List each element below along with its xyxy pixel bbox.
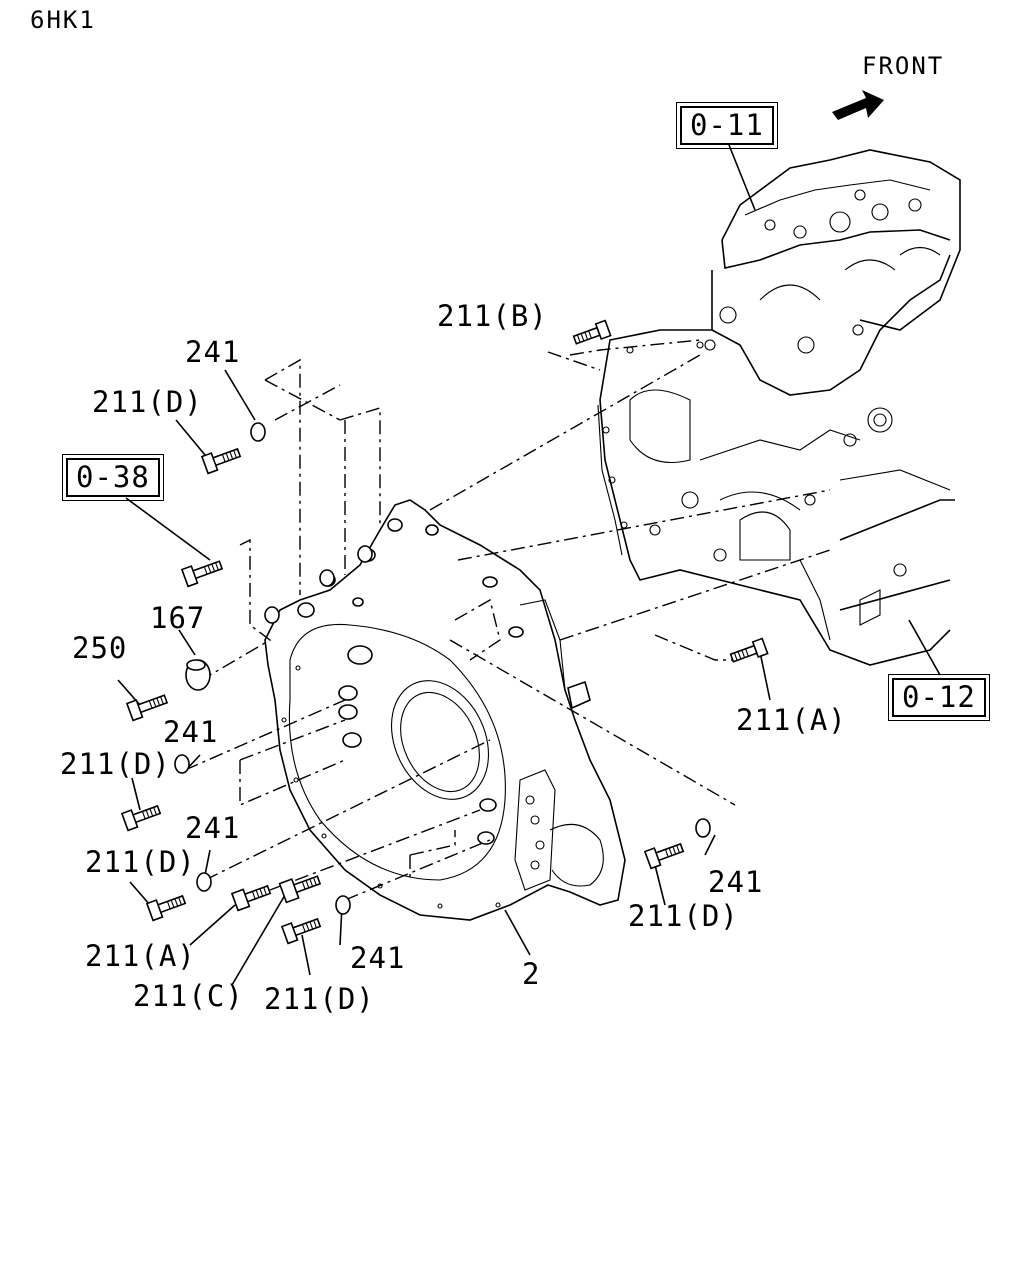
model-code-label: 6HK1 [30,6,96,34]
leader-lines [117,144,941,986]
callout-241-right: 241 [708,865,764,899]
bolt-icon [572,319,612,345]
washer-icons [174,422,711,915]
callout-211d-right: 211(D) [628,899,739,933]
bolt-icons [120,319,769,945]
bolt-icon [280,917,322,945]
bolt-icon [120,804,162,832]
callout-241-top: 241 [185,335,241,369]
assembly-lines [184,339,831,901]
bolt-icon [643,842,685,870]
bolt-icon [278,875,322,904]
bolt-icon [125,694,169,722]
callout-241-mid: 241 [163,715,219,749]
callout-250: 250 [72,631,128,665]
callout-211a-right: 211(A) [736,703,847,737]
bolt-icon [230,884,272,912]
bolt-icon [180,560,224,588]
bolt-icon [729,637,769,663]
front-arrow-icon [832,90,884,120]
bolt-icon [145,894,187,922]
callout-241-bottom: 241 [350,941,406,975]
plug-icon [185,659,211,691]
callout-211d-low: 211(D) [85,845,196,879]
callout-211d-bottom: 211(D) [264,982,375,1016]
ref-box-0-12[interactable]: 0-12 [888,674,990,721]
callout-211b: 211(B) [437,299,548,333]
callout-167: 167 [150,601,206,635]
callout-211a-left: 211(A) [85,939,196,973]
callout-211d-top: 211(D) [92,385,203,419]
bolt-icon [200,447,242,475]
callout-241-low: 241 [185,811,241,845]
callout-2: 2 [522,957,541,991]
ref-box-0-11[interactable]: 0-11 [676,102,778,149]
engine-block [597,149,961,666]
front-label: FRONT [862,52,945,80]
ref-box-0-38[interactable]: 0-38 [62,454,164,501]
callout-211c: 211(C) [133,979,244,1013]
callout-211d-mid: 211(D) [60,747,171,781]
